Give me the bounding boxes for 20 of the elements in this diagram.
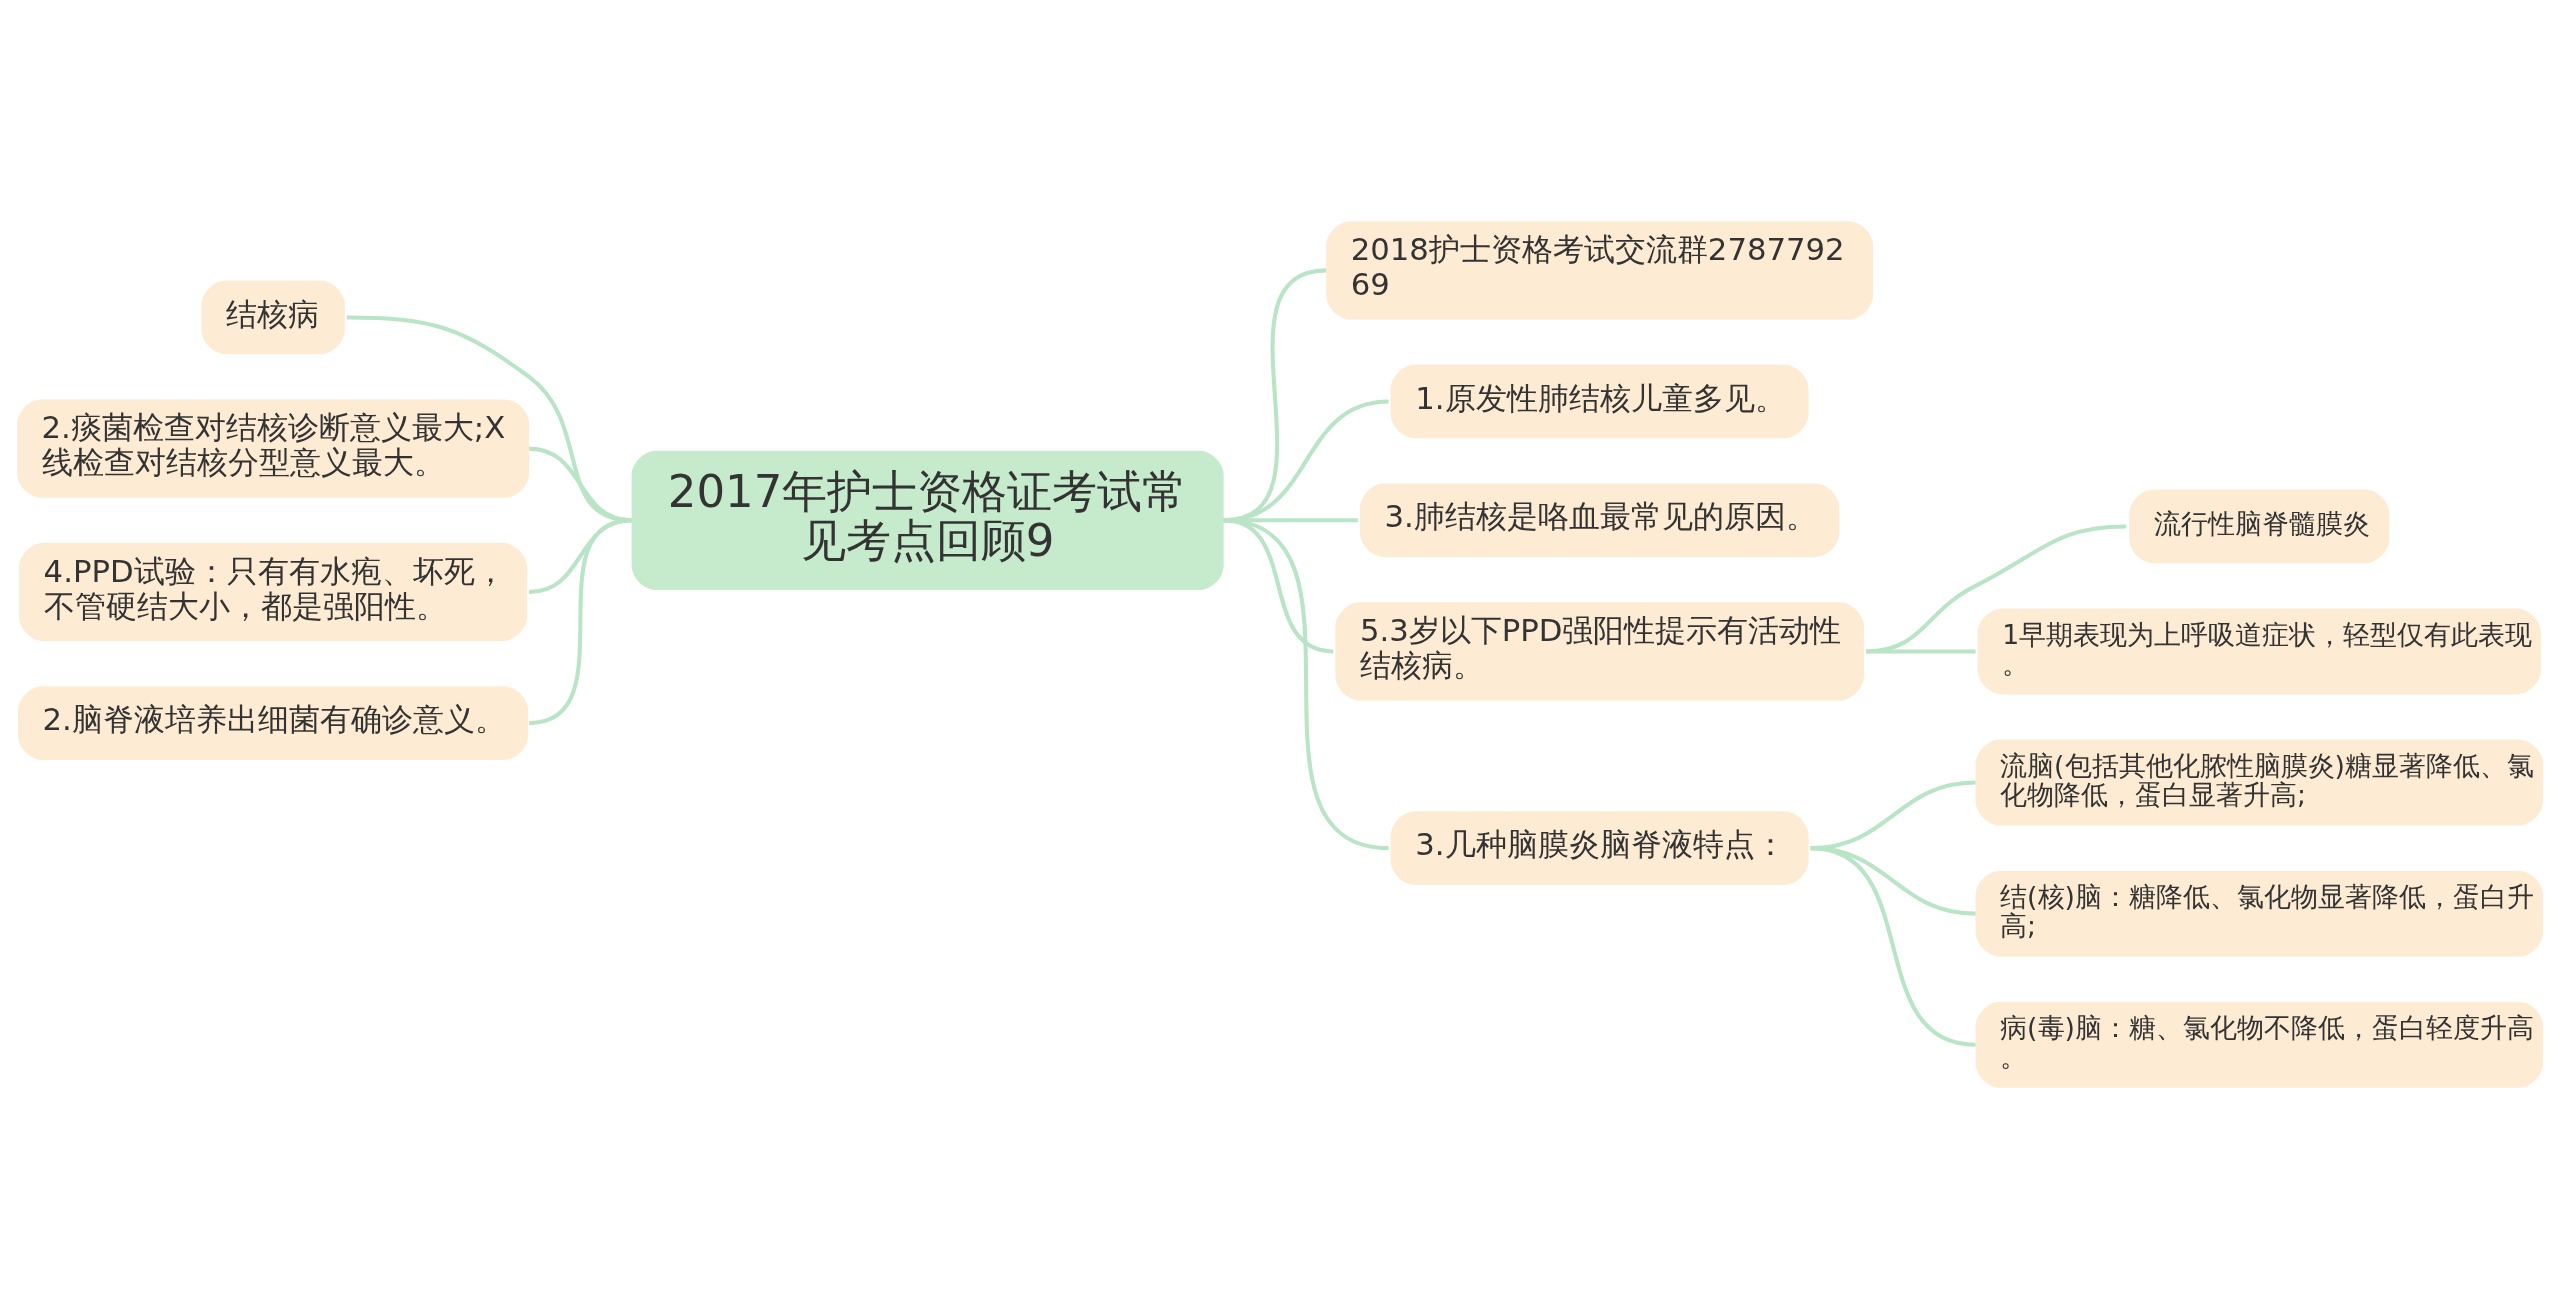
connector [1865, 649, 1976, 654]
node-box: 1早期表现为上呼吸道症状，轻型仅有此表现。 [1977, 608, 2541, 695]
node-box: 病(毒)脑：糖、氯化物不降低，蛋白轻度升高。 [1975, 1001, 2544, 1088]
node-box: 流脑(包括其他化脓性脑膜炎)糖显著降低、氯化物降低，蛋白显著升高; [1975, 739, 2544, 826]
node-box: 3.几种脑膜炎脑脊液特点： [1390, 811, 1809, 885]
connector [1810, 846, 1976, 1047]
connector [1865, 524, 2127, 654]
node-box: 2.脑脊液培养出细菌有确诊意义。 [18, 686, 529, 760]
node-box: 4.PPD试验：只有有水疱、坏死，不管硬结大小，都是强阳性。 [19, 542, 528, 642]
node-box: 2018护士资格考试交流群278779269 [1326, 221, 1874, 320]
node-box: 2.痰菌检查对结核诊断意义最大;X线检查对结核分型意义最大。 [16, 399, 530, 498]
node-box: 结核病 [201, 280, 345, 355]
node-box: 1.原发性肺结核儿童多见。 [1390, 364, 1809, 439]
node-box: 2017年护士资格证考试常见考点回顾9 [631, 450, 1224, 590]
connector [1223, 518, 1389, 851]
node-box: 3.肺结核是咯血最常见的原因。 [1359, 483, 1840, 558]
connector [528, 518, 632, 726]
node-box: 结(核)脑：糖降低、氯化物显著降低，蛋白升高; [1975, 870, 2544, 957]
node-box: 流行性脑脊髓膜炎 [2129, 489, 2390, 564]
node-box: 5.3岁以下PPD强阳性提示有活动性结核病。 [1335, 602, 1864, 701]
